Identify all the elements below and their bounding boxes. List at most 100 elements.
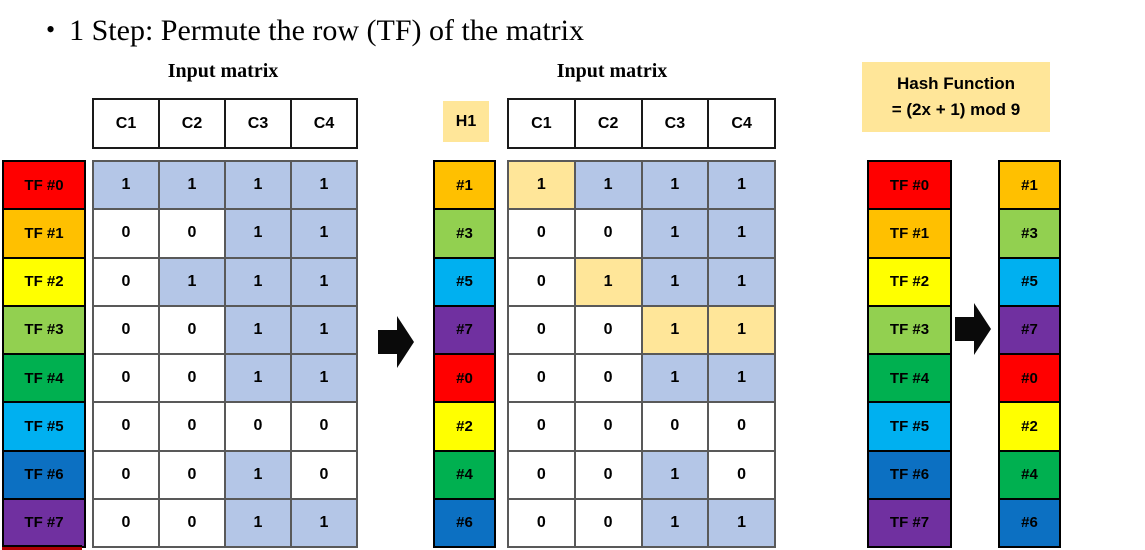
matrix-cell: 1 xyxy=(226,355,290,402)
matrix-cell: 1 xyxy=(642,162,708,209)
hash-function-line1: Hash Function xyxy=(896,73,1016,93)
column-header-c3: C3 xyxy=(226,100,290,147)
hash-function-line2: = (2x + 1) mod 9 xyxy=(891,100,1021,119)
matrix-cell: 0 xyxy=(94,210,158,257)
tf-row-label: TF #1 xyxy=(4,210,84,257)
hash-row-label: #6 xyxy=(435,499,494,546)
hash-row-label: #0 xyxy=(1000,355,1059,402)
hash-row-label: #5 xyxy=(435,258,494,305)
matrix-cell: 0 xyxy=(509,258,574,305)
hash-row-label: #7 xyxy=(1000,306,1059,353)
matrix-cell: 0 xyxy=(94,355,158,402)
matrix-cell: 1 xyxy=(94,162,158,209)
matrix-cell: 0 xyxy=(94,499,158,546)
slide-title-text: 1 Step: Permute the row (TF) of the matr… xyxy=(69,14,585,47)
column-header-c4: C4 xyxy=(292,100,356,147)
matrix-cell: 1 xyxy=(292,258,356,305)
hash-row-label: #5 xyxy=(1000,258,1059,305)
matrix-cell: 1 xyxy=(709,499,774,546)
matrix-cell: 1 xyxy=(160,258,224,305)
matrix-cell: 0 xyxy=(160,403,224,450)
matrix-cell: 0 xyxy=(94,306,158,353)
tf-row-label: TF #0 xyxy=(4,162,84,209)
hash-row-label: #1 xyxy=(1000,162,1059,209)
matrix-cell: 1 xyxy=(642,355,708,402)
right-hash-label-column: #1#3#5#7#0#2#4#6 xyxy=(998,160,1061,548)
column-header-c2: C2 xyxy=(160,100,224,147)
matrix-cell: 0 xyxy=(509,210,574,257)
matrix-cell: 1 xyxy=(292,355,356,402)
matrix-cell: 1 xyxy=(642,210,708,257)
column-header-c1: C1 xyxy=(509,100,574,147)
tf-row-label: TF #4 xyxy=(869,355,950,402)
matrix-cell: 1 xyxy=(709,210,774,257)
tf-row-label: TF #7 xyxy=(869,499,950,546)
matrix-cell: 0 xyxy=(642,403,708,450)
hash-row-label: #3 xyxy=(435,210,494,257)
matrix-cell: 1 xyxy=(642,258,708,305)
tf-row-label: TF #7 xyxy=(4,499,84,546)
middle-matrix-caption: Input matrix xyxy=(556,60,668,82)
hash-row-label: #3 xyxy=(1000,210,1059,257)
column-header-c1: C1 xyxy=(94,100,158,147)
tf-row-label: TF #3 xyxy=(869,306,950,353)
matrix-cell: 0 xyxy=(94,451,158,498)
matrix-cell: 1 xyxy=(509,162,574,209)
matrix-cell: 0 xyxy=(94,258,158,305)
hash-column-header: H1 xyxy=(443,101,489,142)
matrix-cell: 1 xyxy=(642,306,708,353)
matrix-cell: 0 xyxy=(509,403,574,450)
matrix-cell: 1 xyxy=(292,210,356,257)
matrix-cell: 0 xyxy=(509,306,574,353)
column-header-c4: C4 xyxy=(709,100,774,147)
matrix-cell: 0 xyxy=(292,403,356,450)
matrix-cell: 0 xyxy=(160,210,224,257)
matrix-cell: 1 xyxy=(226,306,290,353)
tf-row-label: TF #6 xyxy=(869,451,950,498)
matrix-cell: 0 xyxy=(575,451,641,498)
hash-row-label: #6 xyxy=(1000,499,1059,546)
matrix-cell: 0 xyxy=(292,451,356,498)
tf-row-label: TF #4 xyxy=(4,355,84,402)
matrix-cell: 0 xyxy=(509,355,574,402)
matrix-cell: 1 xyxy=(292,499,356,546)
matrix-cell: 1 xyxy=(709,162,774,209)
matrix-cell: 1 xyxy=(642,499,708,546)
hash-row-label: #7 xyxy=(435,306,494,353)
tf-row-label: TF #1 xyxy=(869,210,950,257)
matrix-cell: 1 xyxy=(642,451,708,498)
matrix-cell: 1 xyxy=(709,306,774,353)
matrix-cell: 1 xyxy=(160,162,224,209)
hash-row-label: #2 xyxy=(435,403,494,450)
matrix-cell: 1 xyxy=(292,162,356,209)
matrix-cell: 0 xyxy=(160,355,224,402)
tf-row-label: TF #6 xyxy=(4,451,84,498)
tf-row-label: TF #5 xyxy=(869,403,950,450)
hash-row-label: #2 xyxy=(1000,403,1059,450)
matrix-cell: 0 xyxy=(709,451,774,498)
matrix-cell: 1 xyxy=(226,499,290,546)
matrix-cell: 1 xyxy=(709,355,774,402)
matrix-cell: 1 xyxy=(226,162,290,209)
matrix-cell: 0 xyxy=(160,306,224,353)
slide-title: • 1 Step: Permute the row (TF) of the mat… xyxy=(46,14,1106,48)
bullet-icon: • xyxy=(46,15,56,44)
matrix-cell: 0 xyxy=(575,210,641,257)
matrix-cell: 1 xyxy=(292,306,356,353)
hash-row-label: #4 xyxy=(1000,451,1059,498)
tf-row-label: TF #2 xyxy=(4,258,84,305)
cropped-row-sliver xyxy=(2,545,82,550)
matrix-cell: 0 xyxy=(575,403,641,450)
matrix-cell: 0 xyxy=(94,403,158,450)
matrix-cell: 1 xyxy=(575,258,641,305)
matrix-cell: 0 xyxy=(226,403,290,450)
right-block-arrow-icon xyxy=(378,316,414,368)
middle-hash-label-column: #1#3#5#7#0#2#4#6 xyxy=(433,160,496,548)
matrix-cell: 1 xyxy=(226,210,290,257)
